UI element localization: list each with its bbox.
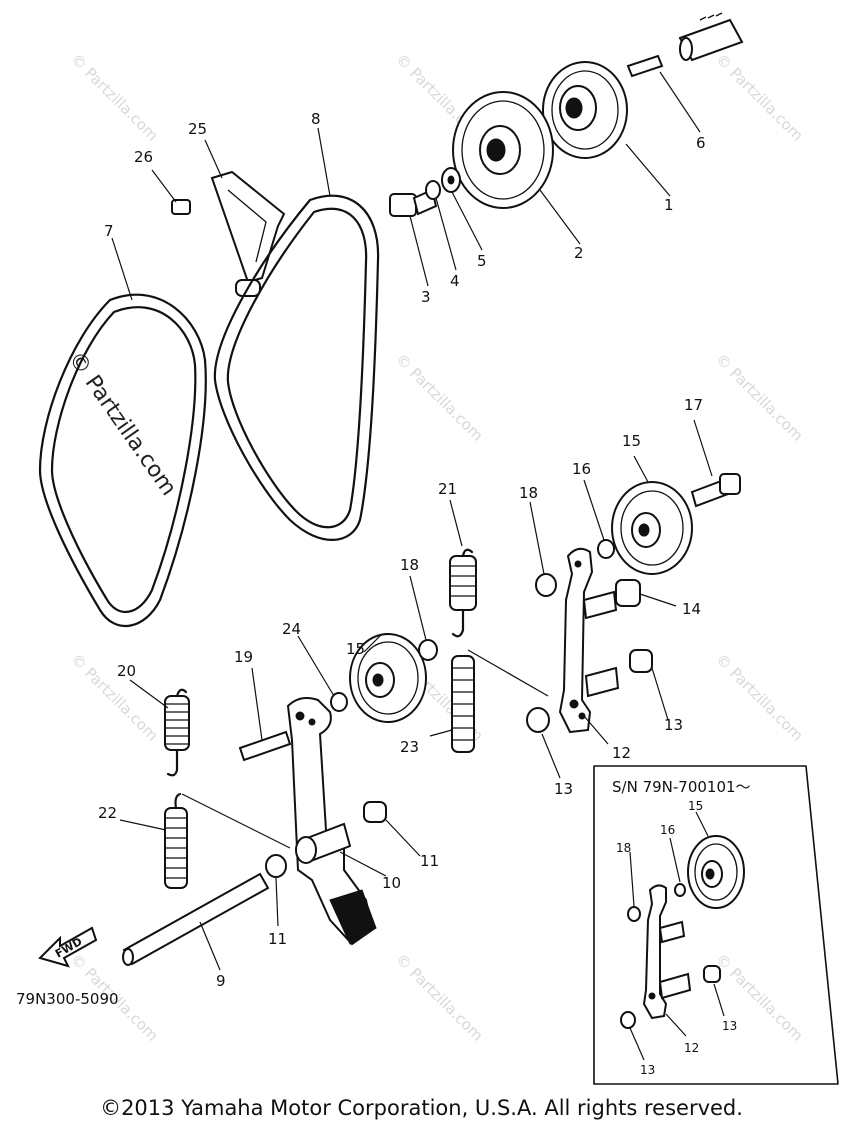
callout-13-upper: 13 [664,716,683,734]
callout-22: 22 [98,804,117,822]
part-23-spring [451,655,475,753]
callout-24: 24 [282,620,301,638]
inset-callout-16: 16 [660,823,675,837]
callout-1: 1 [664,196,674,214]
part-7-belt [38,293,207,628]
callout-15-upper: 15 [622,432,641,450]
part-26-bolt [171,199,191,215]
watermark: © Partzilla.com [712,350,807,445]
callout-7: 7 [104,222,114,240]
callout-14: 14 [682,600,701,618]
part-11-bushing-lower [265,854,287,878]
part-20-spring [164,688,190,777]
inset-bushing-upper [703,965,721,983]
callout-2: 2 [574,244,584,262]
leader-lines [111,71,725,1061]
inset-nut [627,906,641,922]
watermark: © Partzilla.com [392,950,487,1045]
inset-callout-15: 15 [688,799,703,813]
inset-bushing-lower [620,1011,636,1029]
callout-26: 26 [134,148,153,166]
diagram-code: 79N300-5090 [16,990,119,1008]
part-21-spring [449,548,477,638]
callout-3: 3 [421,288,431,306]
callout-11-upper: 11 [420,852,439,870]
callout-23: 23 [400,738,419,756]
callout-18-center: 18 [400,556,419,574]
part-17-bolt [690,473,741,508]
callout-8: 8 [311,110,321,128]
part-24-collar [330,692,348,712]
part-15-idler-pulley-upper [611,481,693,575]
callout-15-center: 15 [346,640,365,658]
serial-number-title: S/N 79N-700101～ [612,778,751,796]
part-18-nut-center [418,639,438,661]
callout-6: 6 [696,134,706,152]
callout-5: 5 [477,252,487,270]
callout-12: 12 [612,744,631,762]
watermark: © Partzilla.com [712,650,807,745]
callout-4: 4 [450,272,460,290]
callout-20: 20 [117,662,136,680]
part-18-nut-upper [535,573,557,597]
inset-arm [642,884,692,1020]
part-14-collar [615,579,641,607]
inset-callout-18: 18 [616,841,631,855]
inset-callout-12: 12 [684,1041,699,1055]
part-12-arm [558,547,620,734]
part-9-shaft [122,872,270,966]
callout-21: 21 [438,480,457,498]
copyright-notice: ©2013 Yamaha Motor Corporation, U.S.A. A… [100,1096,743,1120]
parts-3-4-5-bolt-washers [389,167,461,217]
inset-pulley [687,835,745,909]
part-19-bolt [238,730,292,762]
watermark: © Partzilla.com [67,650,162,745]
watermark: © Partzilla.com [67,50,162,145]
part-13-bushing-lower [526,707,550,733]
part-8-belt [213,194,380,541]
callout-10: 10 [382,874,401,892]
part-11-bushing-upper [363,801,387,823]
part-2-pulley [452,91,554,209]
part-22-spring [164,792,188,889]
inset-washer [674,883,686,897]
inset-callout-13-right: 13 [722,1019,737,1033]
callout-25: 25 [188,120,207,138]
part-6-key-and-shaft [626,12,744,78]
callout-17: 17 [684,396,703,414]
part-25-bracket [210,170,286,297]
callout-18-upper: 18 [519,484,538,502]
part-1-pulley [542,61,628,159]
callout-16: 16 [572,460,591,478]
callout-19: 19 [234,648,253,666]
watermark: © Partzilla.com [712,50,807,145]
inset-callout-13-left: 13 [640,1063,655,1077]
part-10-tension-arm [286,697,377,946]
callouts: 1 2 3 4 5 6 7 8 9 10 11 11 12 13 13 14 1… [98,110,737,1077]
watermark: © Partzilla.com [392,350,487,445]
watermark-large: © Partzilla.com [63,347,181,500]
part-13-bushing-upper [629,649,653,673]
callout-9: 9 [216,972,226,990]
callout-11-lower: 11 [268,930,287,948]
callout-13-lower: 13 [554,780,573,798]
serial-number-inset: S/N 79N-700101～ [593,765,839,1085]
part-15-idler-pulley-center [349,633,427,723]
part-16-washer [597,539,615,559]
